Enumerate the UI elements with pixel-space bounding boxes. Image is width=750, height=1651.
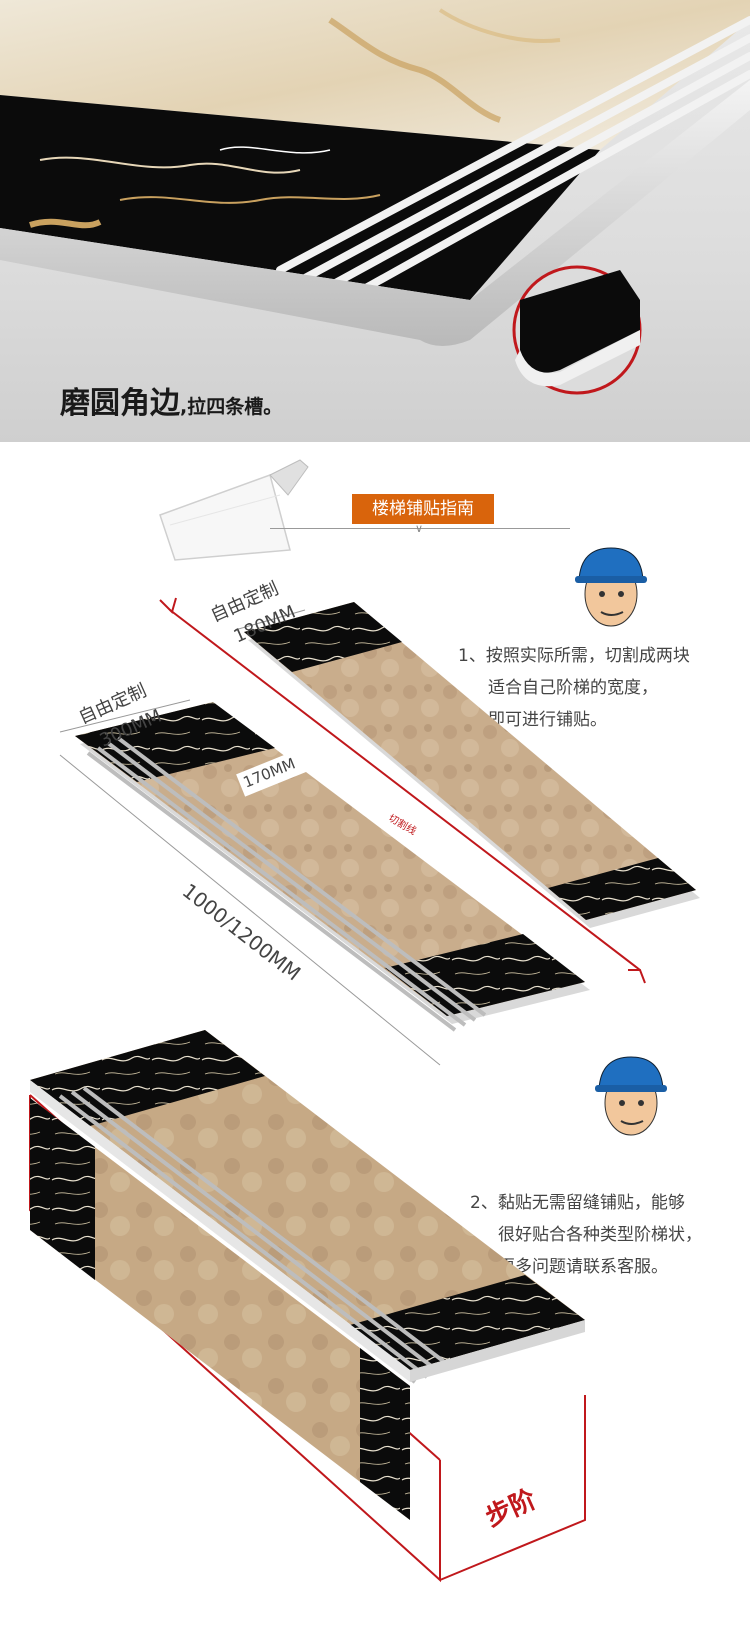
hero-caption: 磨圆角边,拉四条槽。 [60,378,282,422]
worker-avatar-2 [595,1056,667,1136]
step1-line1: 1、按照实际所需，切割成两块 [458,646,690,666]
hero-caption-sub: ,拉四条槽。 [180,396,283,418]
width-label-box [236,747,312,797]
step2-line2: 很好贴合各种类型阶梯状， [498,1225,702,1245]
putty-knife-icon [159,459,309,561]
chevron-down-icon: ∨ [415,522,424,535]
guide-title: 楼梯铺贴指南 [352,494,494,524]
hero-caption-main: 磨圆角边 [60,386,180,421]
cutting-diagram [59,597,700,1066]
cut-line [169,609,641,971]
installed-step-diagram [29,1030,586,1583]
wide-tile [75,702,590,1032]
guide-divider [270,528,570,529]
hero-image: 磨圆角边,拉四条槽。 [0,0,750,442]
step2-line3: 更多问题请联系客服。 [498,1257,668,1277]
narrow-tile [244,602,700,928]
step2-line1: 2、黏贴无需留缝铺贴，能够 [470,1193,685,1213]
step1-line3: 即可进行铺贴。 [488,710,607,730]
tile-closeup-illustration [0,0,750,395]
step1-line2: 适合自己阶梯的宽度， [488,678,658,698]
worker-avatar-1 [575,547,647,627]
